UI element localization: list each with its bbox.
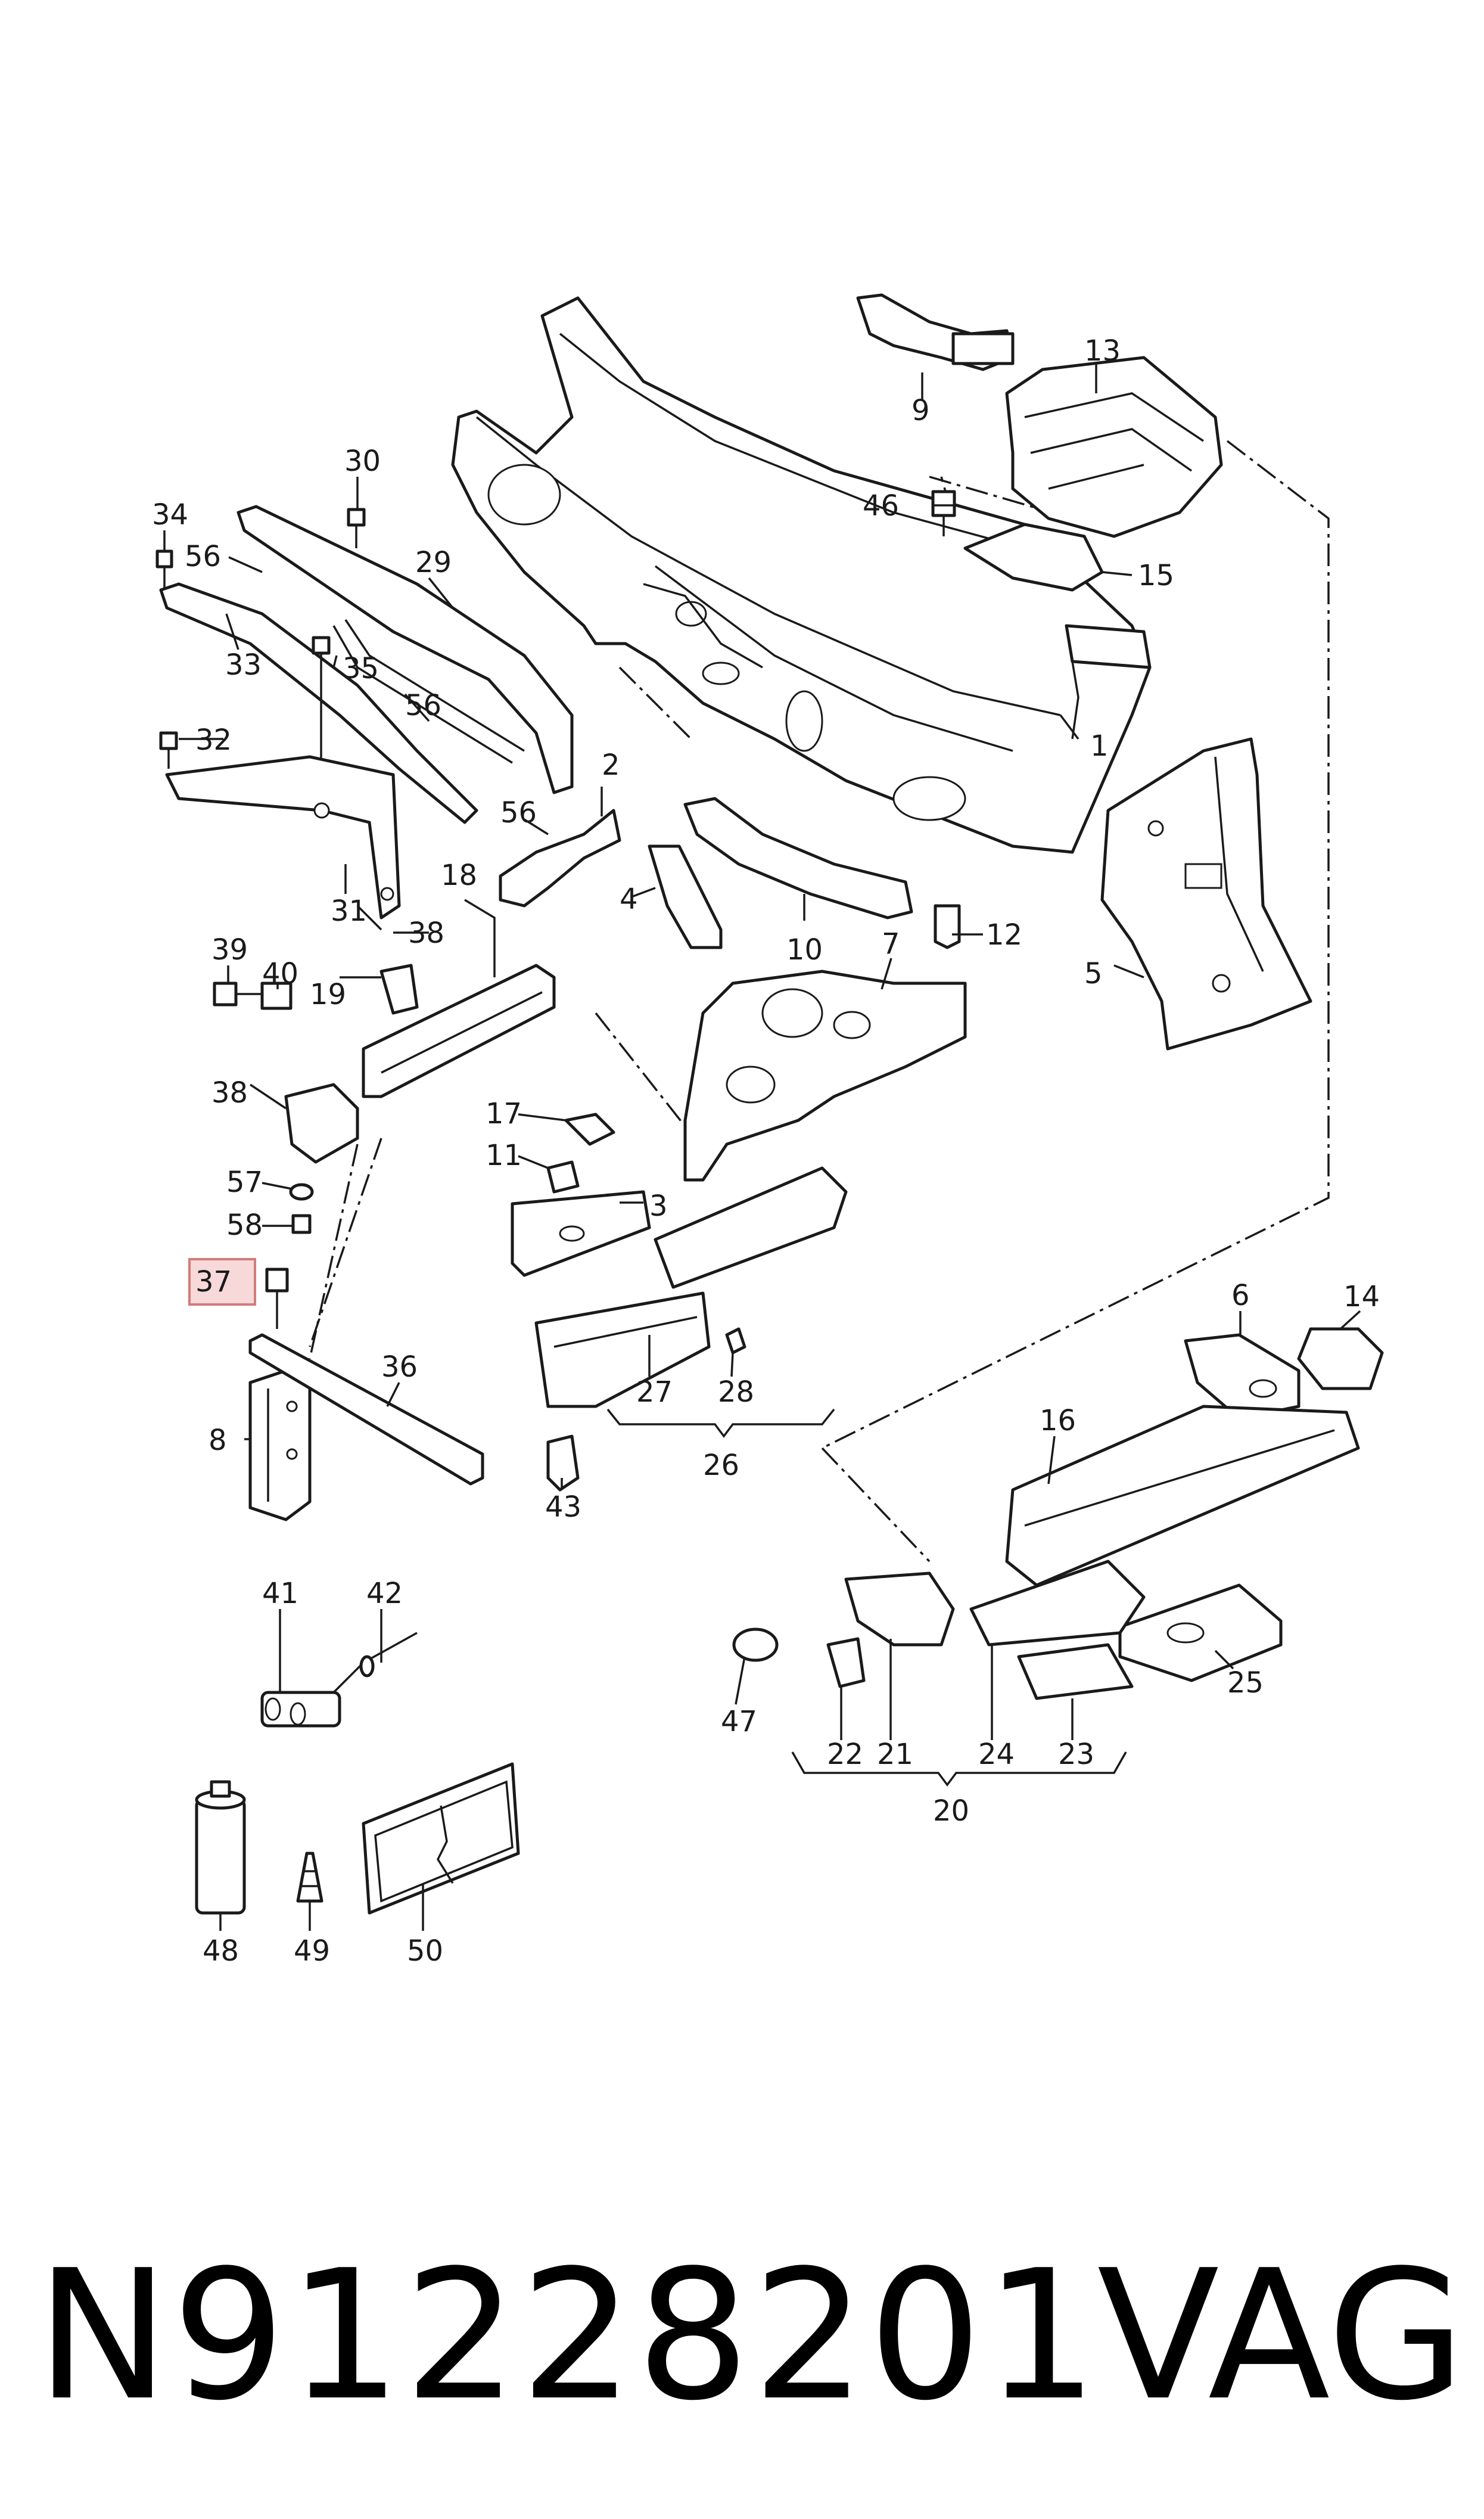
nozzle-49 [296,1852,323,1903]
brand-name: VAG [1097,2232,1466,2440]
callout-48: 48 [203,1934,239,1968]
rails-29-33 [159,505,574,824]
crossmember-18 [362,964,556,1098]
callout-26: 26 [703,1449,739,1482]
bracket-13 [1005,356,1223,538]
callout-20: 20 [933,1794,969,1828]
callout-15: 15 [1138,559,1174,592]
callout-25: 25 [1227,1666,1264,1700]
callout-40: 40 [262,957,298,990]
part-43 [546,1434,580,1492]
sill-16 [1005,1405,1360,1587]
callout-22: 22 [827,1738,863,1771]
part-14 [1297,1327,1384,1390]
leader-lines [163,364,1361,1931]
callout-2: 2 [602,748,620,782]
sheet-50 [362,1762,520,1915]
callout-32: 32 [195,723,232,757]
callout-14: 14 [1343,1280,1380,1313]
callout-3: 3 [649,1189,668,1223]
callout-13: 13 [1084,334,1121,368]
callout-31: 31 [331,894,367,928]
parts-41-42 [260,1632,418,1728]
callout-19: 19 [310,978,346,1011]
plate-3 [511,1190,651,1277]
callout-37: 37 [195,1265,232,1299]
callout-56-b: 56 [405,689,441,722]
callout-4: 4 [620,883,638,916]
bracket-9 [856,293,1015,371]
assembly-26 [534,1166,848,1408]
callout-46: 46 [863,489,899,523]
callout-50: 50 [407,1934,443,1968]
wheelhouse-7 [683,970,967,1182]
callout-10: 10 [786,933,823,967]
bracket-38 [284,1083,359,1164]
callout-labels: 1 2 3 4 5 6 7 8 9 10 11 12 13 14 15 16 1… [152,334,1380,1968]
callout-27: 27 [636,1375,673,1409]
member-10 [683,797,913,920]
bracket-2 [499,809,621,908]
bulkhead-panel [451,296,1152,854]
callout-29: 29 [415,546,452,579]
callout-16: 16 [1040,1404,1076,1437]
callout-42: 42 [366,1577,403,1610]
callout-33: 33 [225,648,262,682]
bracket-8 [248,1369,312,1521]
callout-9: 9 [911,394,930,427]
callout-1: 1 [1090,729,1109,763]
callout-23: 23 [1058,1738,1094,1771]
callout-39: 39 [211,933,248,967]
clips-17-11 [546,1113,615,1194]
callout-47: 47 [721,1705,757,1738]
bracket-31 [165,755,401,920]
highlight-box-37 [188,1258,256,1306]
part-number: N91228201 [36,2232,1101,2440]
callout-30: 30 [344,445,381,478]
parts-20-group [732,1560,1146,1700]
footer: N91228201 VAG [36,2205,1466,2467]
callout-34: 34 [152,498,188,532]
callout-56-a: 56 [185,540,221,573]
callout-56-c: 56 [500,796,537,830]
side-panel-5 [1100,737,1312,1051]
callout-8: 8 [209,1424,227,1457]
callout-57: 57 [226,1166,263,1199]
callout-38-top: 38 [408,917,444,950]
callout-38-side: 38 [211,1076,248,1110]
callout-24: 24 [978,1738,1015,1771]
callout-35: 35 [343,652,379,685]
cartridge-48 [195,1780,246,1915]
bolt-46 [931,490,956,536]
callout-17: 17 [486,1097,522,1130]
callout-6: 6 [1231,1279,1250,1312]
callout-28: 28 [718,1375,754,1409]
washer-nut-57-58 [289,1183,314,1234]
clip-12 [934,904,961,949]
bar-36 [248,1333,484,1486]
callout-12: 12 [986,918,1022,952]
floor-25 [1118,1583,1283,1682]
callout-41: 41 [262,1577,298,1610]
callout-21: 21 [877,1738,913,1771]
callout-11: 11 [486,1139,522,1172]
callout-18: 18 [441,859,477,892]
callout-36: 36 [381,1350,418,1384]
gusset-4 [648,844,723,949]
callout-43: 43 [545,1490,581,1524]
callout-58: 58 [226,1209,263,1242]
parts-diagram: 1 2 3 4 5 6 7 8 9 10 11 12 13 14 15 16 1… [152,293,1384,1968]
callout-5: 5 [1084,957,1103,990]
callout-7: 7 [882,927,900,961]
callout-49: 49 [294,1934,330,1968]
bolt-37 [265,1268,289,1329]
bolt-39-sleeve-40 [213,981,293,1010]
part-6 [1184,1333,1301,1420]
